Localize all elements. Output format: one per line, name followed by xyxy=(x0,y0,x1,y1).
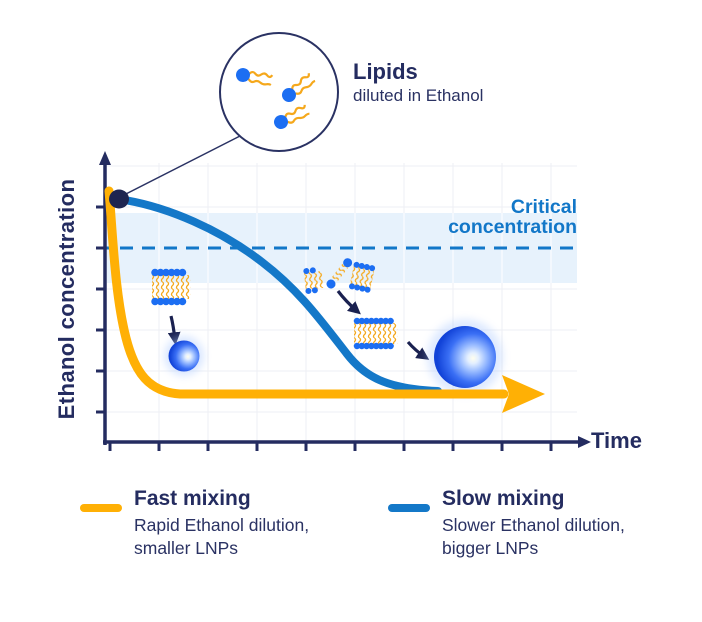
axes xyxy=(96,151,591,451)
slow-stage-arrow-icon xyxy=(336,290,361,315)
large-bilayer-sheet-icon xyxy=(353,317,399,350)
legend-desc: Slower Ethanol dilution, bigger LNPs xyxy=(442,515,625,558)
fast-stage-arrow-icon xyxy=(167,315,181,346)
x-axis-ticks xyxy=(108,442,553,451)
fast-curve-arrowhead xyxy=(502,375,545,413)
fast-bilayer-sheet-icon xyxy=(151,268,192,306)
small-lnp-sphere-icon xyxy=(168,340,200,372)
inset-title: Lipids xyxy=(353,59,418,84)
bilayer-fragment-icon xyxy=(303,266,325,294)
lipid-pair-rod-icon xyxy=(326,258,353,289)
inset-subtitle: diluted in Ethanol xyxy=(353,86,484,106)
slow-mixing-curve xyxy=(114,195,442,395)
large-lnp-sphere-icon xyxy=(434,326,496,388)
critical-concentration-label: Critical concentration xyxy=(448,196,577,239)
y-axis-label: Ethanol concentration xyxy=(54,178,79,420)
fast-mixing-legend-item: Fast mixing Rapid Ethanol dilution, smal… xyxy=(134,486,309,559)
lipids-inset-circle-icon xyxy=(219,32,339,152)
x-axis-label: Time xyxy=(591,428,642,453)
legend-title: Slow mixing xyxy=(442,487,565,510)
y-axis-ticks xyxy=(96,205,105,414)
fast-mixing-curve xyxy=(104,186,509,399)
curve-origin-dot xyxy=(109,189,129,209)
legend-desc: Rapid Ethanol dilution, smaller LNPs xyxy=(134,515,310,558)
bilayer-fragment-icon xyxy=(348,261,376,293)
slow-mixing-legend-swatch xyxy=(388,504,430,512)
inset-connector-line xyxy=(119,135,241,198)
slow-stage-arrow-icon xyxy=(406,340,430,360)
inset-label: Lipids diluted in Ethanol xyxy=(353,59,484,106)
fast-mixing-legend-swatch xyxy=(80,504,122,512)
legend-title: Fast mixing xyxy=(134,487,251,510)
slow-mixing-legend-item: Slow mixing Slower Ethanol dilution, big… xyxy=(442,486,625,559)
